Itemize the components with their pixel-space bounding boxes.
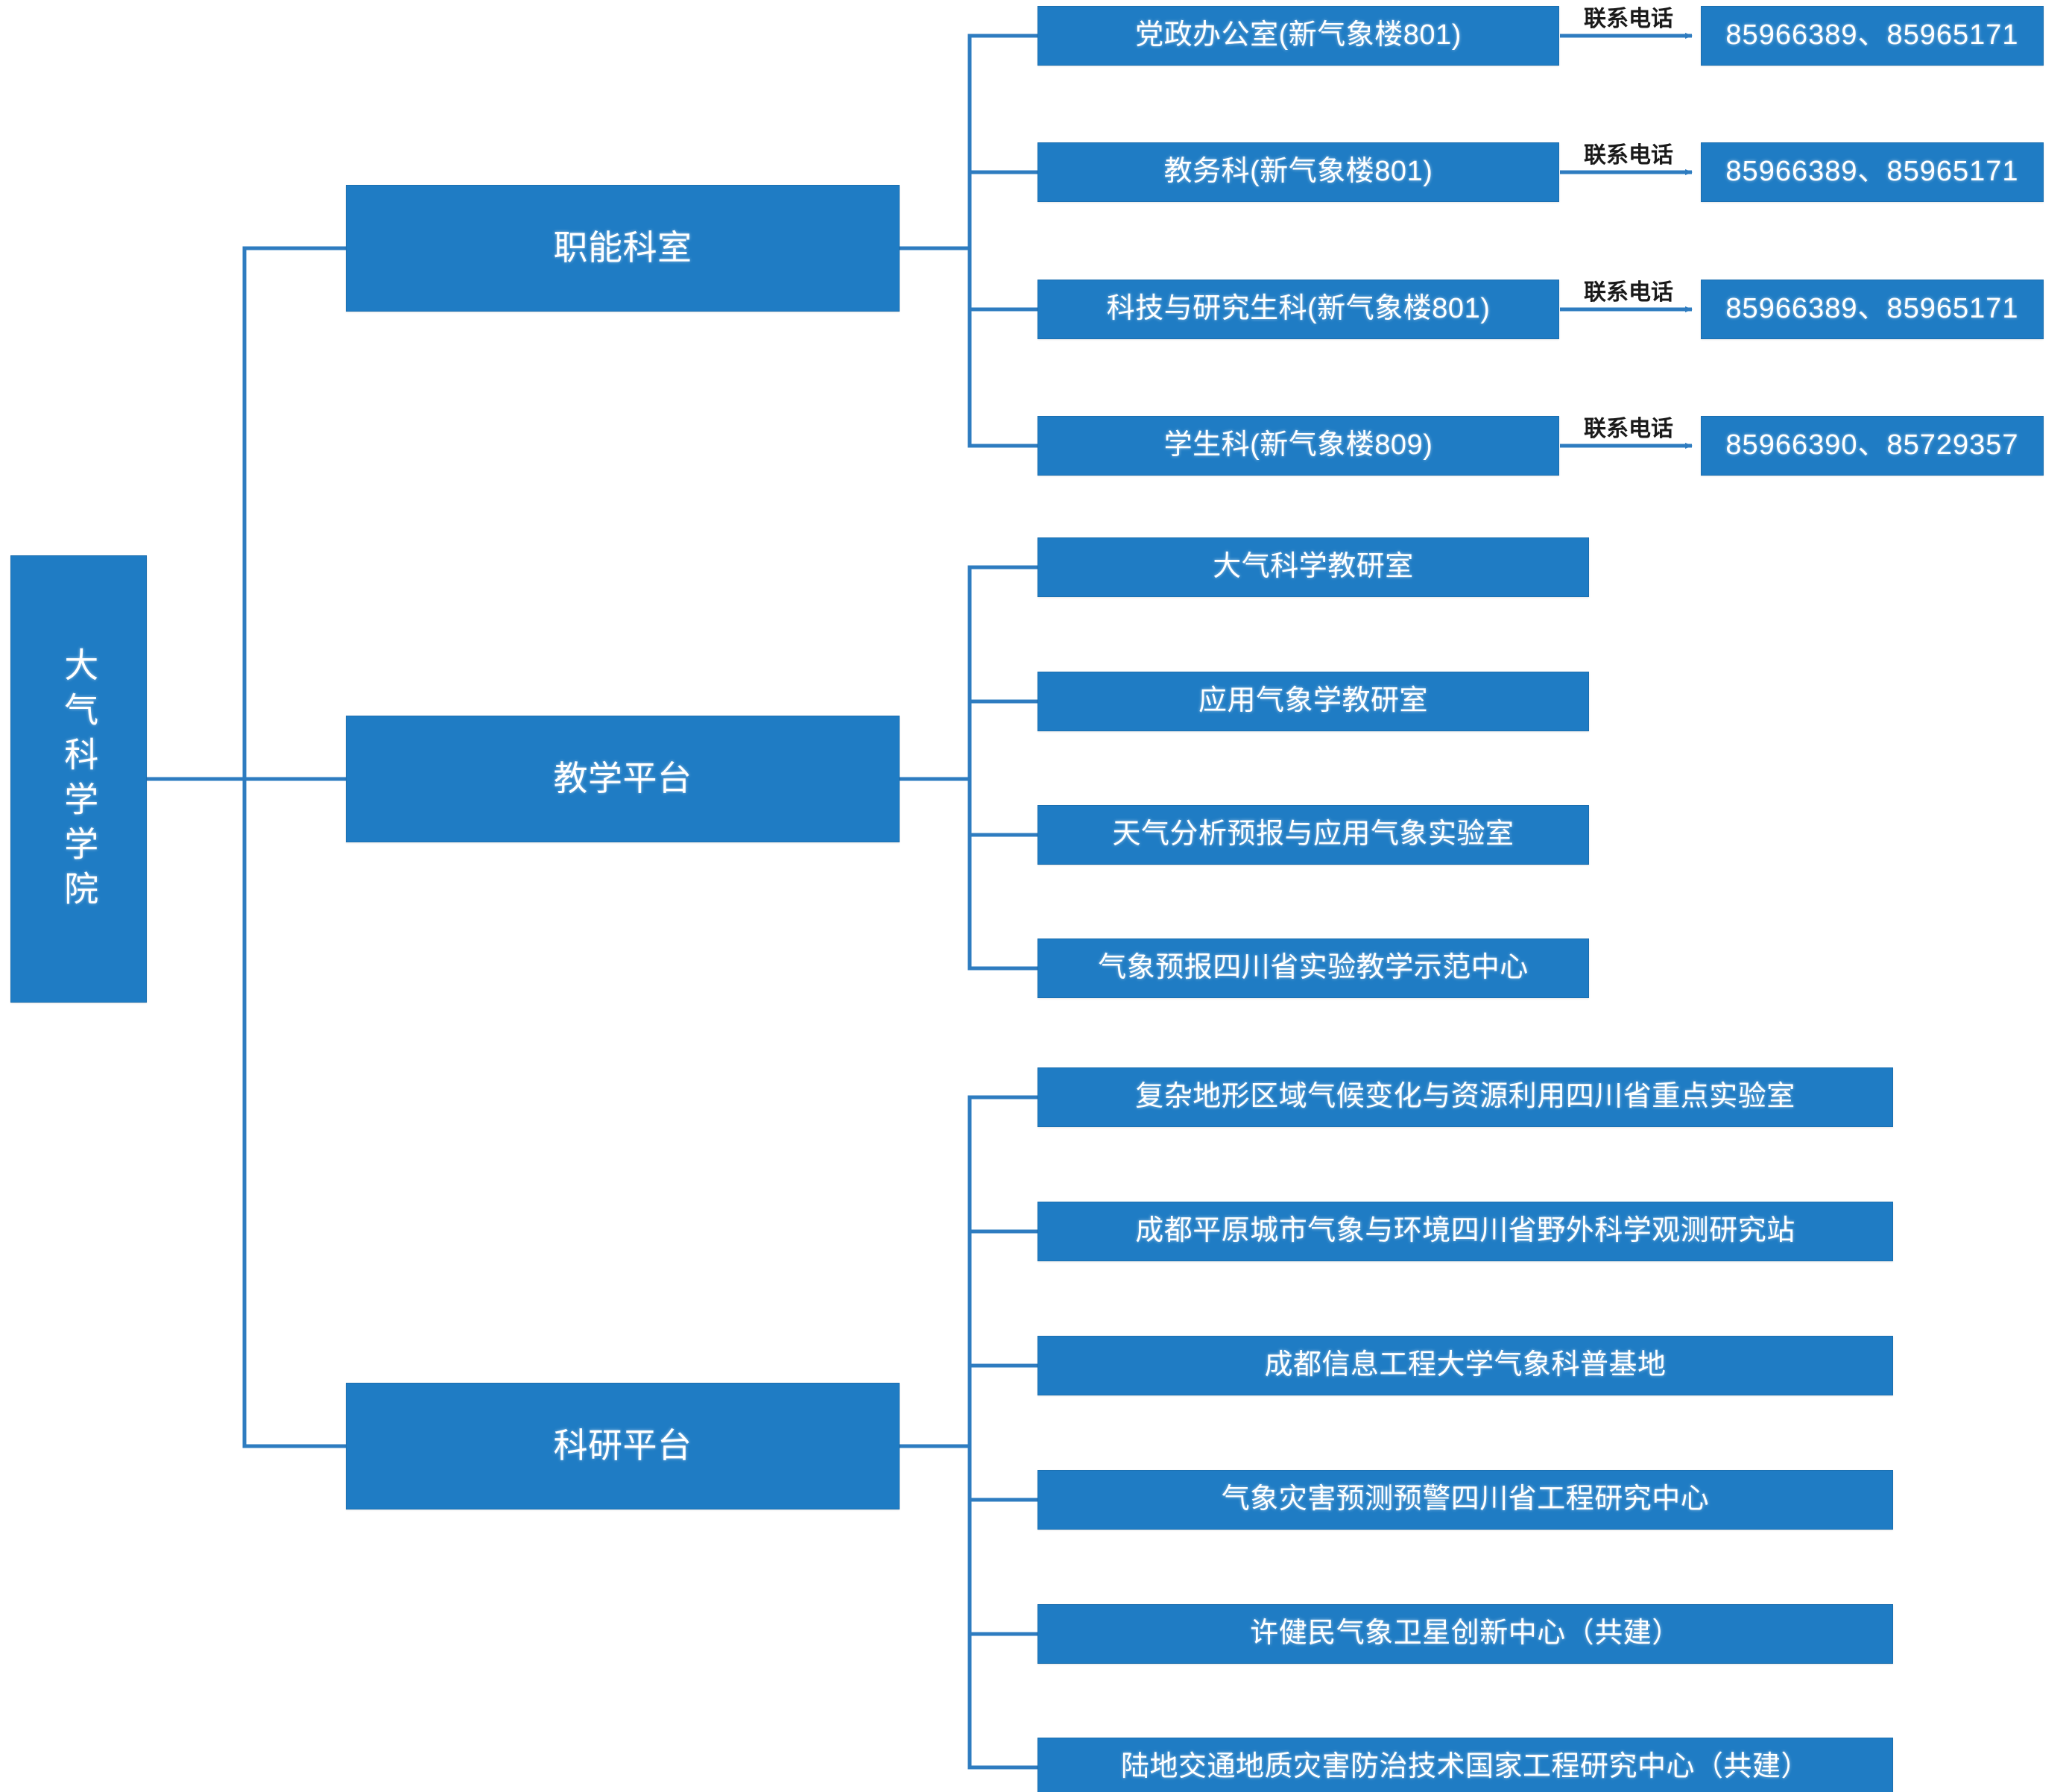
phone-node-science-graduate[interactable]: 85966389、85965171 <box>1701 280 2044 339</box>
edge-label-text-2: 联系电话 <box>1584 143 1673 168</box>
leaf-node-science-popularization-base[interactable]: 成都信息工程大学气象科普基地 <box>1037 1336 1893 1395</box>
leaf-label-party-admin-office: 党政办公室(新气象楼801) <box>1135 19 1462 51</box>
leaf-label-science-graduate: 科技与研究生科(新气象楼801) <box>1106 293 1491 325</box>
edge-label-contact-phone-2: 联系电话 <box>1573 136 1684 169</box>
leaf-node-forecast-demo-center[interactable]: 气象预报四川省实验教学示范中心 <box>1037 938 1589 998</box>
phone-node-party-admin-office[interactable]: 85966389、85965171 <box>1701 6 2044 66</box>
leaf-label-applied-meteorology-teaching: 应用气象学教研室 <box>1198 685 1428 717</box>
branch-node-functional-offices[interactable]: 职能科室 <box>346 185 900 312</box>
leaf-node-academic-affairs[interactable]: 教务科(新气象楼801) <box>1037 142 1559 202</box>
leaf-label-disaster-warning-center: 气象灾害预测预警四川省工程研究中心 <box>1221 1483 1710 1515</box>
leaf-node-science-graduate[interactable]: 科技与研究生科(新气象楼801) <box>1037 280 1559 339</box>
leaf-node-geological-disaster-center[interactable]: 陆地交通地质灾害防治技术国家工程研究中心（共建） <box>1037 1738 1893 1792</box>
edge-label-contact-phone-4: 联系电话 <box>1573 410 1684 443</box>
phone-node-academic-affairs[interactable]: 85966389、85965171 <box>1701 142 2044 202</box>
root-node-label: 大气科学学院 <box>60 647 99 915</box>
leaf-node-chengdu-plain-station[interactable]: 成都平原城市气象与环境四川省野外科学观测研究站 <box>1037 1202 1893 1261</box>
edge-label-text-3: 联系电话 <box>1584 280 1673 305</box>
phone-label-academic-affairs: 85966389、85965171 <box>1725 156 2019 188</box>
phone-node-student-affairs[interactable]: 85966390、85729357 <box>1701 416 2044 476</box>
branch-node-teaching-platform[interactable]: 教学平台 <box>346 716 900 842</box>
leaf-label-science-popularization-base: 成都信息工程大学气象科普基地 <box>1264 1349 1667 1381</box>
branch-label-teaching-platform: 教学平台 <box>553 759 692 798</box>
leaf-label-complex-terrain-key-lab: 复杂地形区域气候变化与资源利用四川省重点实验室 <box>1135 1081 1795 1113</box>
phone-label-party-admin-office: 85966389、85965171 <box>1725 19 2019 51</box>
leaf-node-atmospheric-science-teaching[interactable]: 大气科学教研室 <box>1037 537 1589 597</box>
leaf-node-disaster-warning-center[interactable]: 气象灾害预测预警四川省工程研究中心 <box>1037 1470 1893 1530</box>
edge-label-contact-phone-3: 联系电话 <box>1573 274 1684 306</box>
leaf-label-chengdu-plain-station: 成都平原城市气象与环境四川省野外科学观测研究站 <box>1135 1215 1795 1247</box>
phone-label-science-graduate: 85966389、85965171 <box>1725 293 2019 325</box>
leaf-label-forecast-demo-center: 气象预报四川省实验教学示范中心 <box>1098 952 1529 984</box>
leaf-node-weather-analysis-lab[interactable]: 天气分析预报与应用气象实验室 <box>1037 805 1589 865</box>
leaf-node-party-admin-office[interactable]: 党政办公室(新气象楼801) <box>1037 6 1559 66</box>
leaf-label-geological-disaster-center: 陆地交通地质灾害防治技术国家工程研究中心（共建） <box>1120 1751 1810 1783</box>
leaf-label-atmospheric-science-teaching: 大气科学教研室 <box>1213 551 1414 583</box>
leaf-node-xujianmin-satellite-center[interactable]: 许健民气象卫星创新中心（共建） <box>1037 1604 1893 1664</box>
leaf-node-applied-meteorology-teaching[interactable]: 应用气象学教研室 <box>1037 672 1589 731</box>
phone-label-student-affairs: 85966390、85729357 <box>1725 429 2019 461</box>
edge-label-text-1: 联系电话 <box>1584 7 1673 31</box>
leaf-label-student-affairs: 学生科(新气象楼809) <box>1163 429 1433 461</box>
edge-label-text-4: 联系电话 <box>1584 417 1673 441</box>
branch-node-research-platform[interactable]: 科研平台 <box>346 1383 900 1509</box>
leaf-label-weather-analysis-lab: 天气分析预报与应用气象实验室 <box>1112 818 1514 851</box>
leaf-label-xujianmin-satellite-center: 许健民气象卫星创新中心（共建） <box>1250 1618 1681 1650</box>
leaf-node-complex-terrain-key-lab[interactable]: 复杂地形区域气候变化与资源利用四川省重点实验室 <box>1037 1067 1893 1127</box>
leaf-node-student-affairs[interactable]: 学生科(新气象楼809) <box>1037 416 1559 476</box>
edge-label-contact-phone-1: 联系电话 <box>1573 0 1684 33</box>
branch-label-research-platform: 科研平台 <box>553 1426 692 1466</box>
root-node-college[interactable]: 大气科学学院 <box>10 555 147 1003</box>
leaf-label-academic-affairs: 教务科(新气象楼801) <box>1163 156 1433 188</box>
branch-label-functional-offices: 职能科室 <box>553 228 692 268</box>
